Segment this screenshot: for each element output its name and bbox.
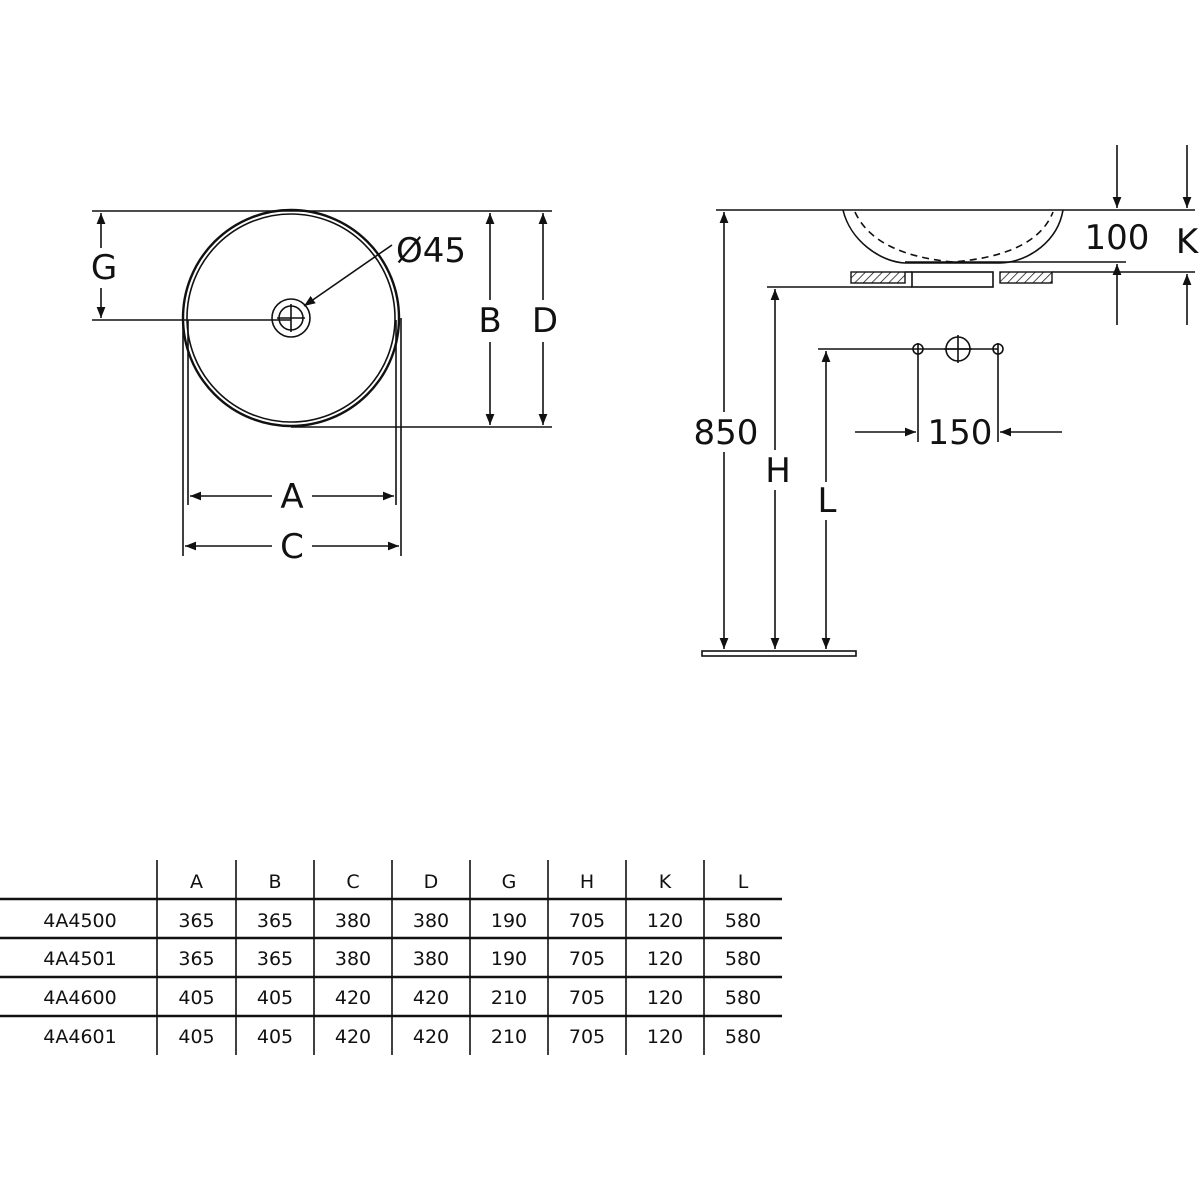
label-b: B (478, 301, 501, 341)
table-cell: 420 (413, 1026, 449, 1048)
label-l: L (818, 481, 837, 521)
table-cell: 120 (647, 987, 683, 1009)
basin-inner-outline (186, 213, 396, 423)
table-cell: 190 (491, 948, 527, 970)
label-150: 150 (928, 413, 993, 453)
table-cell: 120 (647, 948, 683, 970)
table-header-cell: G (502, 871, 517, 893)
table-cell: 380 (413, 948, 449, 970)
tap-hole-icon (992, 343, 1004, 355)
table-cell: 405 (178, 987, 214, 1009)
table-row-model: 4A4601 (43, 1026, 116, 1048)
table-cell: 580 (725, 910, 761, 932)
mixer-tap-icon (944, 335, 972, 363)
label-c: C (280, 527, 304, 567)
table-cell: 405 (178, 1026, 214, 1048)
drain-leader (303, 244, 393, 307)
table-cell: 420 (335, 987, 371, 1009)
table-row-model: 4A4600 (43, 987, 116, 1009)
table-cell: 420 (335, 1026, 371, 1048)
table-cell: 705 (569, 1026, 605, 1048)
bowl-outline (842, 209, 1064, 264)
top-view: G B D A C Ø45 (91, 208, 558, 567)
label-a: A (280, 477, 303, 517)
dimensions-table: A B C D G H K L 4A4500 365 365 380 380 190 705 120 580 4A… (0, 860, 782, 1055)
table-cell: 210 (491, 987, 527, 1009)
table-row-model: 4A4500 (43, 910, 116, 932)
table-header-cell: H (580, 871, 594, 893)
label-drain-diameter: Ø45 (396, 231, 466, 271)
countertop-section (850, 271, 906, 284)
label-d: D (532, 301, 558, 341)
side-view: 850 H L 150 100 K (694, 145, 1200, 657)
table-cell: 705 (569, 987, 605, 1009)
table-header-cell: L (738, 871, 749, 893)
table-cell: 580 (725, 948, 761, 970)
table-cell: 365 (178, 948, 214, 970)
table-cell: 120 (647, 1026, 683, 1048)
countertop-section (999, 271, 1053, 284)
table-cell: 380 (413, 910, 449, 932)
drain-icon (271, 298, 311, 338)
tap-hole-icon (912, 343, 924, 355)
table-cell: 705 (569, 910, 605, 932)
table-header-cell: B (268, 871, 281, 893)
label-h: H (765, 451, 791, 491)
label-100: 100 (1085, 218, 1150, 258)
table-cell: 190 (491, 910, 527, 932)
base-plate (911, 271, 994, 288)
table-cell: 580 (725, 987, 761, 1009)
table-cell: 405 (257, 1026, 293, 1048)
table-cell: 210 (491, 1026, 527, 1048)
table-cell: 580 (725, 1026, 761, 1048)
bowl-inner-hidden (854, 211, 1054, 263)
table-cell: 365 (257, 910, 293, 932)
table-cell: 365 (178, 910, 214, 932)
table-row-model: 4A4501 (43, 948, 116, 970)
table-cell: 120 (647, 910, 683, 932)
label-g: G (91, 248, 117, 288)
table-cell: 380 (335, 948, 371, 970)
label-k: K (1176, 222, 1200, 262)
floor-line (701, 650, 857, 657)
table-cell: 380 (335, 910, 371, 932)
table-header-cell: A (190, 871, 203, 893)
table-cell: 705 (569, 948, 605, 970)
table-cell: 365 (257, 948, 293, 970)
table-header-cell: D (424, 871, 439, 893)
label-850: 850 (694, 413, 759, 453)
table-header-cell: K (659, 871, 672, 893)
table-cell: 420 (413, 987, 449, 1009)
table-header-cell: C (346, 871, 359, 893)
table-cell: 405 (257, 987, 293, 1009)
